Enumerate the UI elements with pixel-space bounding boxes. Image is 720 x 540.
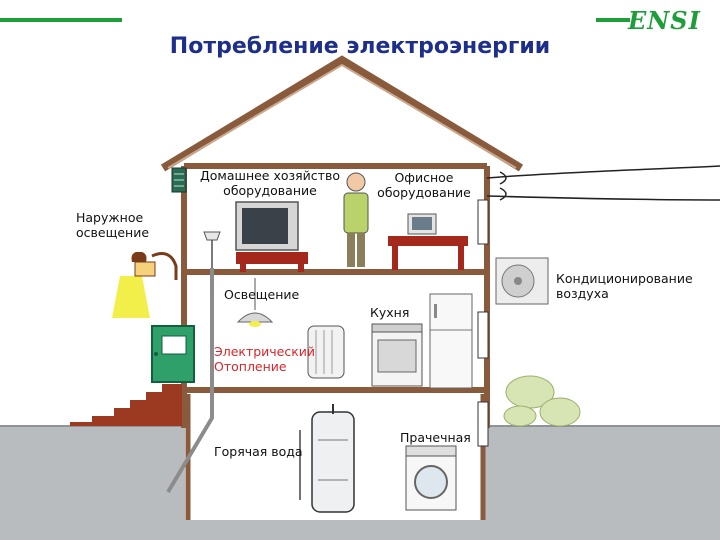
ceiling-lamp-icon <box>236 278 274 327</box>
label-kitchen: Кухня <box>370 305 410 320</box>
label-heating: Электрический Отопление <box>214 344 316 374</box>
entrance-door <box>151 325 195 383</box>
ensi-logo: ENSI <box>628 6 701 35</box>
street-lamp-icon <box>203 231 221 268</box>
person-icon <box>343 172 369 267</box>
radiator-icon <box>307 325 345 379</box>
bushes <box>503 375 581 427</box>
header-bar-right <box>596 18 630 22</box>
header-bar-left <box>0 18 122 22</box>
boiler-icon <box>299 404 355 513</box>
stove-icon <box>371 323 423 387</box>
label-hot-water: Горячая вода <box>214 444 303 459</box>
label-ac: Кондиционирование воздуха <box>556 271 693 301</box>
outdoor-lamp-icon <box>112 252 178 318</box>
tv-icon <box>235 201 308 272</box>
stairs <box>70 384 182 426</box>
office-computer-icon <box>388 213 468 270</box>
label-lighting: Освещение <box>224 287 300 302</box>
label-outdoor-lighting: Наружное освещение <box>76 210 150 240</box>
power-lines <box>486 165 720 201</box>
refrigerator-icon <box>429 293 473 389</box>
label-household: Домашнее хозяйство оборудование <box>200 168 340 198</box>
meter-box <box>171 167 187 193</box>
label-office: Офисное оборудование <box>377 170 471 200</box>
ac-unit-icon <box>495 257 549 305</box>
roof <box>160 55 524 172</box>
washing-machine-icon <box>405 445 457 511</box>
label-laundry: Прачечная <box>400 430 471 445</box>
page-title: Потребление электроэнергии <box>169 34 551 59</box>
